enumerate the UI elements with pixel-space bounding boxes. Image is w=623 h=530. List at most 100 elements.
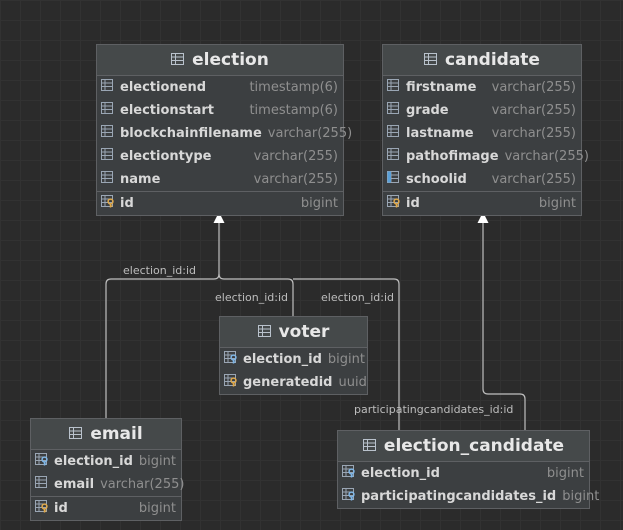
column-name: id bbox=[54, 501, 68, 516]
link-election-candidate-candidate bbox=[482, 218, 526, 430]
column-name: electionend bbox=[120, 80, 207, 95]
table-title: voter bbox=[278, 322, 330, 342]
table-header[interactable]: voter bbox=[220, 317, 367, 348]
column-row[interactable]: participatingcandidates_id bigint bbox=[338, 485, 599, 508]
column-name: election_id bbox=[361, 466, 440, 481]
column-name: election_id bbox=[54, 454, 133, 469]
column-row[interactable]: election_id bigint bbox=[31, 450, 181, 473]
table-title: election_candidate bbox=[383, 436, 565, 456]
foreign-key-icon bbox=[224, 351, 238, 368]
column-row[interactable]: pathofimage varchar(255) bbox=[383, 145, 589, 168]
column-type: varchar(255) bbox=[491, 126, 576, 141]
column-row[interactable]: email varchar(255) bbox=[31, 473, 185, 496]
column-name: firstname bbox=[406, 80, 477, 95]
table-title: email bbox=[90, 424, 143, 444]
column-type: bigint bbox=[546, 466, 584, 481]
column-icon bbox=[387, 79, 401, 96]
column-name: generatedid bbox=[243, 375, 333, 390]
column-type: bigint bbox=[138, 454, 176, 469]
column-type: varchar(255) bbox=[253, 172, 338, 187]
column-name: blockchainfilename bbox=[120, 126, 262, 141]
column-type: varchar(255) bbox=[491, 172, 576, 187]
column-type: bigint bbox=[327, 352, 365, 367]
column-row[interactable]: blockchainfilename varchar(255) bbox=[97, 122, 352, 145]
column-name: electionstart bbox=[120, 103, 215, 118]
column-row[interactable]: election_id bigint bbox=[338, 462, 589, 485]
column-row[interactable]: electionend timestamp(6) bbox=[97, 76, 343, 99]
column-type: bigint bbox=[562, 489, 600, 504]
column-icon bbox=[101, 171, 115, 188]
column-type: bigint bbox=[138, 501, 176, 516]
column-name: electiontype bbox=[120, 149, 212, 164]
column-row[interactable]: electionstart timestamp(6) bbox=[97, 99, 343, 122]
primary-key-icon bbox=[387, 195, 401, 212]
table-header[interactable]: election bbox=[97, 45, 343, 76]
column-icon bbox=[101, 148, 115, 165]
label-voter-election: election_id:id bbox=[215, 291, 288, 304]
table-title: election bbox=[192, 50, 269, 70]
column-icon bbox=[101, 125, 115, 142]
table-icon bbox=[69, 424, 83, 444]
arrowhead-election bbox=[213, 212, 225, 223]
column-name: election_id bbox=[243, 352, 322, 367]
primary-key-icon bbox=[35, 500, 49, 517]
link-email-election bbox=[105, 218, 220, 418]
column-type: varchar(255) bbox=[100, 477, 185, 492]
label-election-candidate-election: election_id:id bbox=[321, 291, 394, 304]
column-name: name bbox=[120, 172, 161, 187]
column-name: lastname bbox=[406, 126, 474, 141]
column-type: varchar(255) bbox=[267, 126, 353, 141]
column-name: pathofimage bbox=[406, 149, 499, 164]
column-row[interactable]: id bigint bbox=[383, 191, 581, 215]
column-row[interactable]: firstname varchar(255) bbox=[383, 76, 581, 99]
table-icon bbox=[257, 322, 271, 342]
foreign-key-icon bbox=[35, 453, 49, 470]
foreign-key-icon bbox=[342, 465, 356, 482]
column-icon bbox=[387, 102, 401, 119]
column-type: timestamp(6) bbox=[249, 103, 338, 118]
column-row[interactable]: name varchar(255) bbox=[97, 168, 343, 191]
column-icon bbox=[35, 476, 49, 493]
column-name: participatingcandidates_id bbox=[361, 489, 557, 504]
column-row[interactable]: generatedid uuid bbox=[220, 371, 367, 394]
column-type: varchar(255) bbox=[491, 80, 576, 95]
column-name: id bbox=[406, 196, 420, 211]
column-name: email bbox=[54, 477, 95, 492]
label-email-election: election_id:id bbox=[123, 264, 196, 277]
column-name: schoolid bbox=[406, 172, 467, 187]
column-row[interactable]: election_id bigint bbox=[220, 348, 367, 371]
table-title: candidate bbox=[445, 50, 540, 70]
arrowhead-candidate bbox=[477, 212, 489, 223]
column-icon bbox=[387, 125, 401, 142]
table-header[interactable]: election_candidate bbox=[338, 431, 589, 462]
link-voter-election bbox=[218, 273, 294, 316]
column-type: bigint bbox=[300, 196, 338, 211]
table-icon bbox=[424, 50, 438, 70]
column-type: bigint bbox=[538, 196, 576, 211]
label-election-candidate-candidate: participatingcandidates_id:id bbox=[354, 403, 514, 416]
table-header[interactable]: candidate bbox=[383, 45, 581, 76]
table-header[interactable]: email bbox=[31, 419, 181, 450]
table-icon bbox=[171, 50, 185, 70]
foreign-key-icon bbox=[342, 488, 356, 505]
column-icon bbox=[387, 148, 401, 165]
column-icon bbox=[101, 79, 115, 96]
column-type: varchar(255) bbox=[504, 149, 589, 164]
table-voter[interactable]: voter election_id bigint generatedid uuid bbox=[219, 316, 368, 395]
column-icon bbox=[101, 102, 115, 119]
column-row[interactable]: schoolid varchar(255) bbox=[383, 168, 581, 191]
column-type: varchar(255) bbox=[491, 103, 576, 118]
table-icon bbox=[362, 436, 376, 456]
column-row[interactable]: lastname varchar(255) bbox=[383, 122, 581, 145]
column-row[interactable]: id bigint bbox=[31, 496, 181, 520]
column-type: uuid bbox=[338, 375, 367, 390]
column-type: timestamp(6) bbox=[249, 80, 338, 95]
